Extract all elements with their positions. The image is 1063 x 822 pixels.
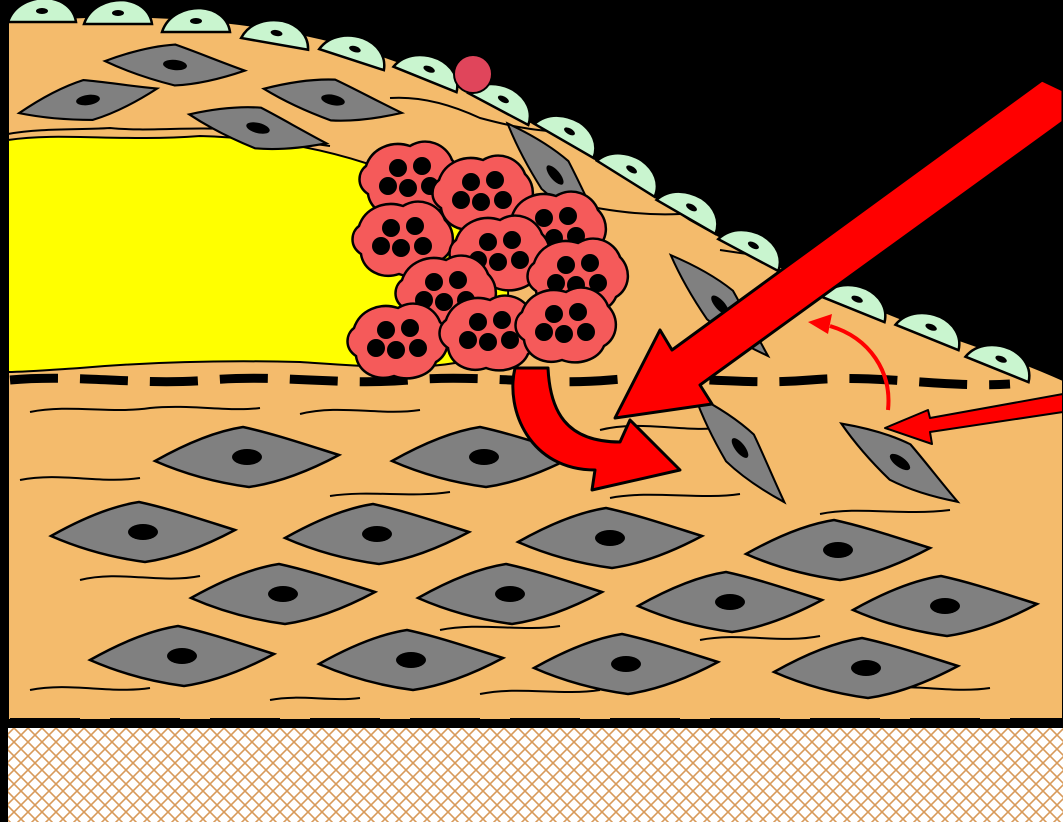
foam-cell-icon <box>348 304 448 379</box>
foam-cell-icon <box>516 288 616 363</box>
adventitia <box>8 728 1063 822</box>
leukocyte-icon <box>454 55 492 93</box>
